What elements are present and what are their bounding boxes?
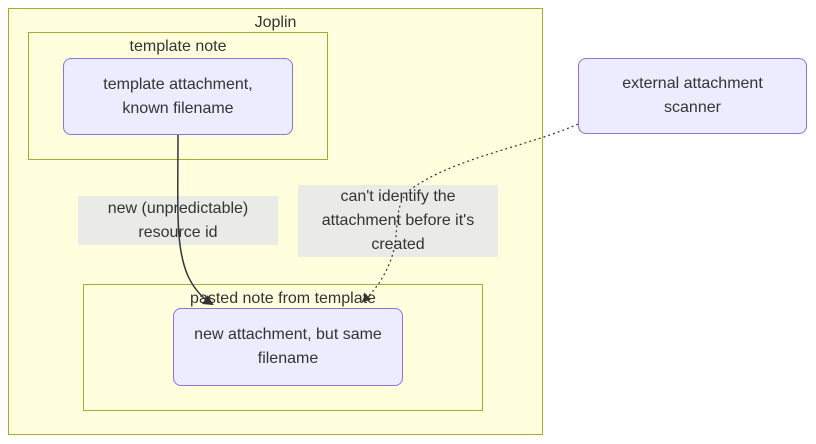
container-joplin-label: Joplin — [254, 14, 297, 31]
edge-label-cant-identify: can't identify the attachment before it'… — [298, 185, 498, 257]
container-template-note-label: template note — [129, 38, 227, 55]
node-new-attachment-label: new attachment, but same filename — [194, 326, 382, 367]
node-template-attachment: template attachment, known filename — [63, 58, 293, 135]
container-pasted-note-label: pasted note from template — [190, 290, 376, 307]
edge-label-cant-identify-text: can't identify the attachment before it'… — [321, 188, 475, 253]
node-template-attachment-label: template attachment, known filename — [103, 75, 253, 117]
node-new-attachment: new attachment, but same filename — [173, 308, 403, 386]
edge-label-resource-id: new (unpredictable) resource id — [78, 196, 278, 245]
edge-label-resource-id-text: new (unpredictable) resource id — [107, 199, 249, 241]
node-external-scanner: external attachment scanner — [578, 58, 807, 134]
node-external-scanner-label: external attachment scanner — [622, 75, 763, 116]
